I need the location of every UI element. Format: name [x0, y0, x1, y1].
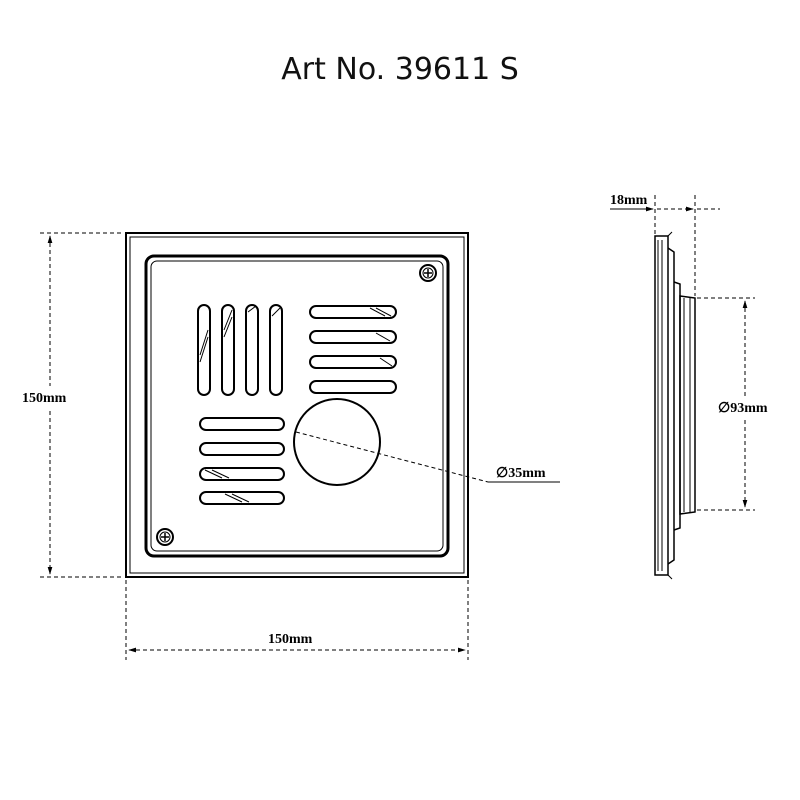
depth-label: 18mm — [610, 193, 648, 208]
slot — [199, 417, 285, 431]
slot — [269, 304, 283, 396]
slot — [309, 380, 397, 394]
grate-plate — [144, 254, 450, 558]
slot — [309, 355, 397, 369]
frame-inner-edge — [129, 236, 465, 574]
spigot-diameter-dimension: ∅93mm — [697, 297, 784, 511]
drain-hole — [293, 398, 381, 486]
hole-diameter-dimension: ∅35mm — [295, 431, 560, 483]
slot — [199, 491, 285, 505]
slot — [245, 304, 259, 396]
width-dimension: 150mm — [125, 580, 469, 660]
slot — [309, 330, 397, 344]
horizontal-slots-lower — [199, 417, 285, 505]
horizontal-slots-upper — [309, 305, 397, 394]
slot — [199, 442, 285, 456]
spigot-diameter-label: ∅93mm — [718, 401, 768, 416]
side-view — [654, 231, 696, 580]
slot — [197, 304, 211, 396]
screw-bottom-left — [156, 528, 174, 546]
front-view — [125, 232, 469, 578]
height-dimension: 150mm — [20, 232, 124, 578]
depth-dimension: 18mm — [610, 193, 720, 296]
screw-top-right — [419, 264, 437, 282]
drawing-title: Art No. 39611 S — [281, 52, 519, 87]
width-label: 150mm — [268, 632, 313, 647]
grate-plate-inner — [150, 260, 444, 552]
slot — [199, 467, 285, 481]
slot — [309, 305, 397, 319]
vertical-slots — [197, 304, 283, 396]
height-label: 150mm — [22, 391, 67, 406]
hole-diameter-label: ∅35mm — [496, 466, 546, 481]
outer-frame — [125, 232, 469, 578]
slot — [221, 304, 235, 396]
